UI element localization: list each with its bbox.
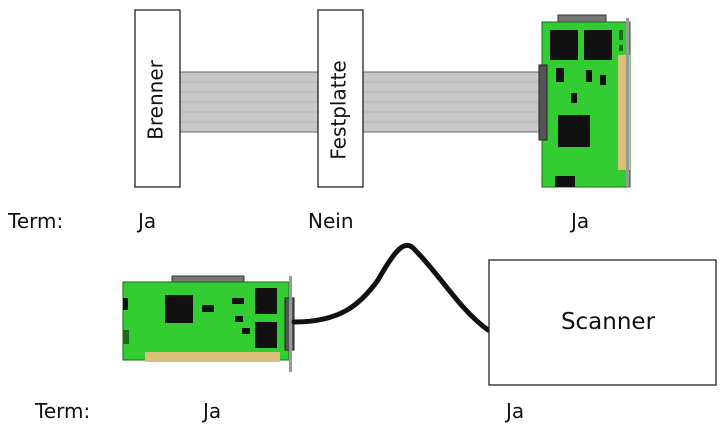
term-value-scanner: Ja: [504, 399, 524, 423]
term-value-brenner: Ja: [136, 209, 156, 233]
term-value-festplatte: Nein: [308, 209, 354, 233]
term-label-bottom: Term:: [34, 399, 90, 423]
ribbon-cable-icon: [179, 71, 551, 133]
top-chain: Brenner Festplatte Term: Ja: [7, 9, 631, 233]
device-brenner: Brenner: [134, 9, 181, 188]
term-value-controller-top: Ja: [569, 209, 589, 233]
device-scanner: Scanner: [488, 259, 717, 386]
external-cable-icon: [291, 242, 491, 333]
device-scanner-label: Scanner: [561, 309, 656, 335]
bottom-chain: Scanner Term: Ja Ja: [34, 242, 717, 423]
scsi-controller-card-icon: [538, 14, 631, 188]
device-festplatte: Festplatte: [317, 9, 364, 188]
term-value-controller-bottom: Ja: [201, 399, 221, 423]
term-label-top: Term:: [7, 209, 63, 233]
device-brenner-label: Brenner: [144, 59, 168, 139]
device-festplatte-label: Festplatte: [327, 60, 351, 159]
scsi-controller-card-icon: [122, 275, 295, 372]
